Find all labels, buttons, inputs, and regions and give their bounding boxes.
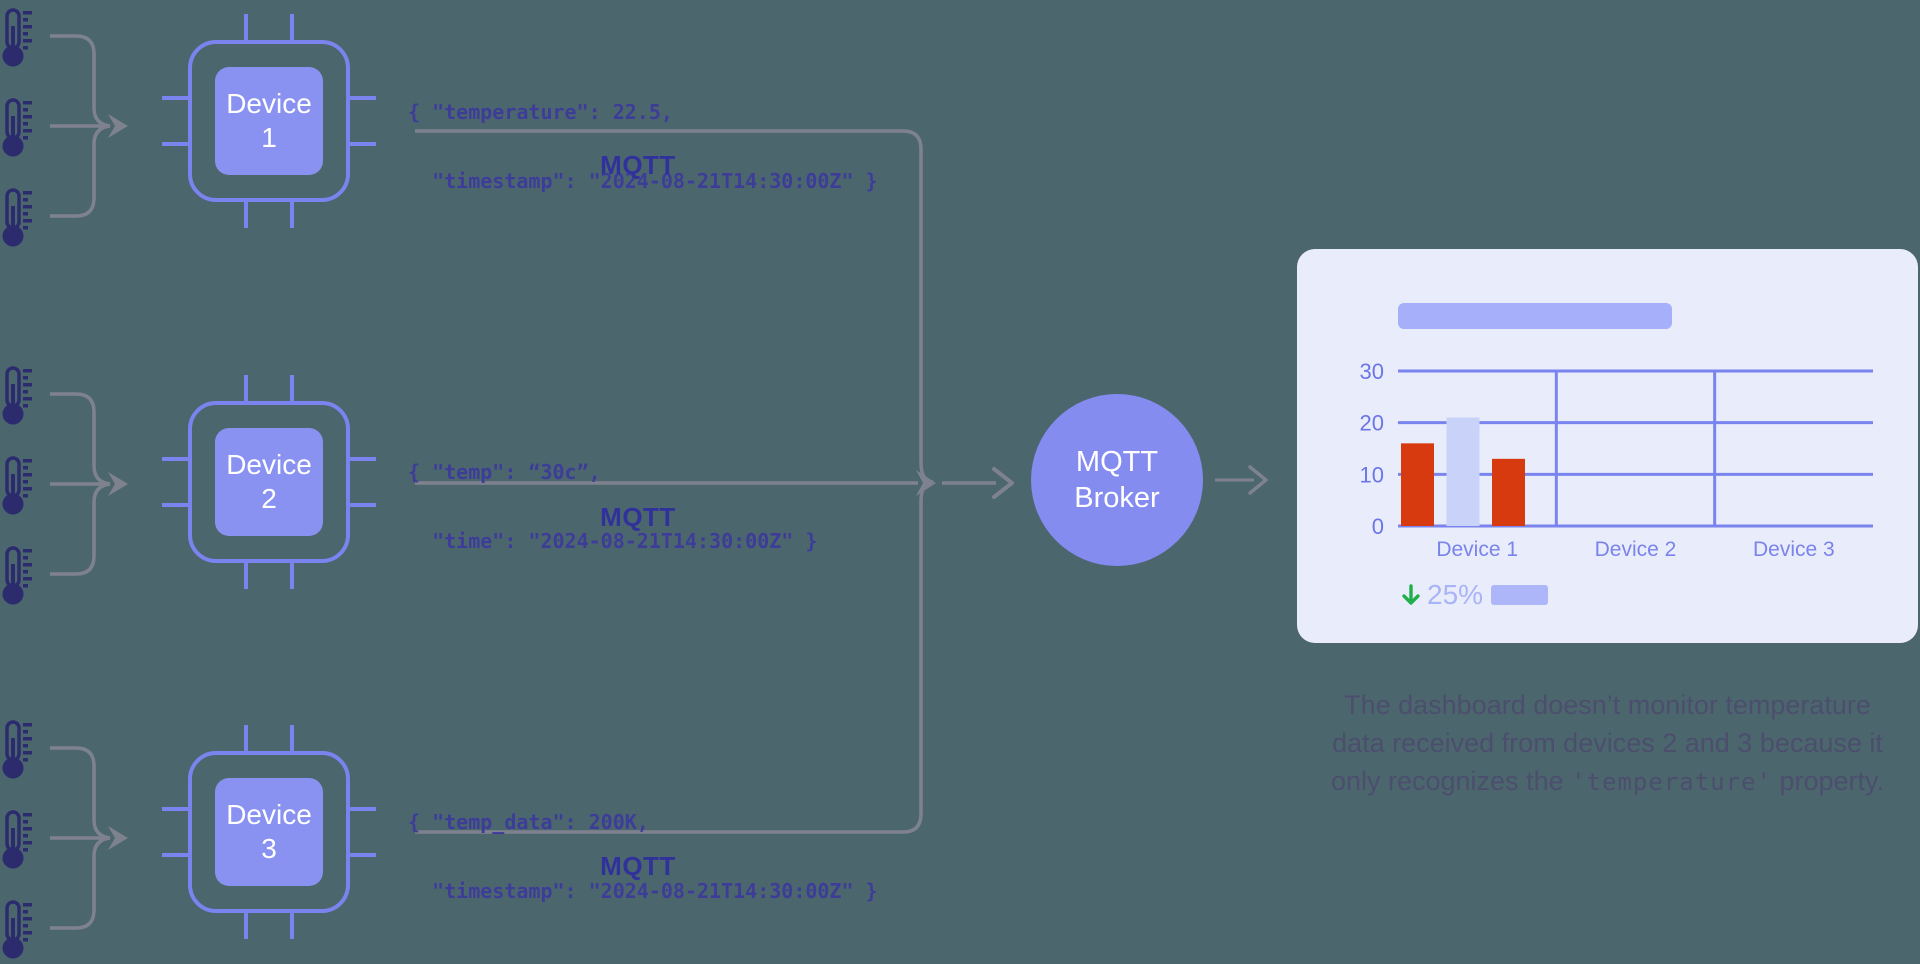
thermometer-icon	[0, 366, 34, 427]
stat-down-arrow-icon	[1402, 584, 1420, 605]
caption-text: only recognizes the	[1330, 766, 1572, 796]
mqtt-label-device1: MQTT	[600, 150, 676, 180]
sensor-group-3	[0, 720, 130, 961]
y-axis-tick: 30	[1360, 359, 1384, 384]
broker-label-line: Broker	[1074, 482, 1160, 514]
stat-row: 25%	[1401, 579, 1549, 611]
bar	[1492, 458, 1525, 526]
thermometer-icon	[0, 720, 34, 781]
payload-line: { "temp_data": 200K,	[408, 810, 649, 834]
chip-label-line: 2	[261, 483, 277, 514]
chip-label-line: Device	[226, 449, 312, 480]
device-chip-label-3: Device 3	[161, 724, 377, 940]
chip-label-line: Device	[226, 799, 312, 830]
x-axis-category: Device 1	[1436, 538, 1518, 561]
thermometer-icon	[0, 188, 34, 249]
x-axis-category: Device 2	[1595, 538, 1677, 561]
caption: The dashboard doesn’t monitor temperatur…	[1297, 686, 1918, 801]
chip-label-line: Device	[226, 88, 312, 119]
broker-label-line: MQTT	[1075, 446, 1159, 478]
caption-line: The dashboard doesn’t monitor temperatur…	[1344, 690, 1871, 720]
chart-title-placeholder	[1398, 303, 1672, 329]
bar	[1446, 417, 1480, 526]
broker-in-arrowhead-icon	[992, 467, 1014, 499]
device-chip-label-2: Device 2	[161, 374, 377, 590]
thermometer-icon	[0, 456, 34, 517]
y-axis-tick: 10	[1360, 462, 1384, 487]
sensor-group-1	[0, 8, 130, 249]
y-axis-tick: 20	[1360, 411, 1384, 436]
payload-line: "timestamp": "2024-08-21T14:30:00Z" }	[408, 169, 878, 193]
thermometer-icon	[0, 8, 34, 69]
device-chip-label-1: Device 1	[161, 13, 377, 229]
chip-label-line: 1	[261, 122, 277, 153]
thermometer-icon	[0, 900, 34, 961]
caption-text: property.	[1771, 766, 1885, 796]
mqtt-broker-node: MQTT Broker	[1031, 394, 1203, 566]
thermometer-icon	[0, 546, 34, 607]
stat-placeholder-bar	[1491, 585, 1549, 605]
payload-json-device3: { "temp_data": 200K, "timestamp": "2024-…	[408, 765, 878, 949]
payload-line: { "temp": “30c”,	[408, 460, 601, 484]
payload-line: "timestamp": "2024-08-21T14:30:00Z" }	[408, 879, 878, 903]
caption-line: only recognizes the 'temperature' proper…	[1297, 762, 1918, 801]
inline-code: 'temperature'	[1571, 768, 1772, 796]
caption-line: data received from devices 2 and 3 becau…	[1332, 728, 1883, 758]
mqtt-label-device3: MQTT	[600, 851, 676, 881]
sensor-group-2	[0, 366, 130, 607]
sensor-merge-connector	[48, 34, 130, 218]
payload-line: { "temperature": 22.5,	[408, 100, 673, 124]
mqtt-label-device2: MQTT	[600, 502, 676, 532]
thermometer-icon	[0, 98, 34, 159]
bar	[1401, 443, 1434, 526]
pipe-merge-arrow	[916, 470, 936, 496]
broker-out-arrowhead-icon	[1248, 465, 1268, 495]
sensor-merge-connector	[48, 746, 130, 930]
sensor-merge-connector	[48, 392, 130, 576]
payload-json-device1: { "temperature": 22.5, "timestamp": "202…	[408, 55, 878, 239]
chip-label-line: 3	[261, 833, 277, 864]
payload-json-device2: { "temp": “30c”, "time": "2024-08-21T14:…	[408, 415, 817, 599]
stat-value: 25%	[1427, 579, 1484, 610]
payload-line: "time": "2024-08-21T14:30:00Z" }	[408, 529, 818, 553]
y-axis-tick: 0	[1372, 514, 1384, 539]
x-axis-category: Device 3	[1753, 538, 1835, 561]
thermometer-icon	[0, 810, 34, 871]
